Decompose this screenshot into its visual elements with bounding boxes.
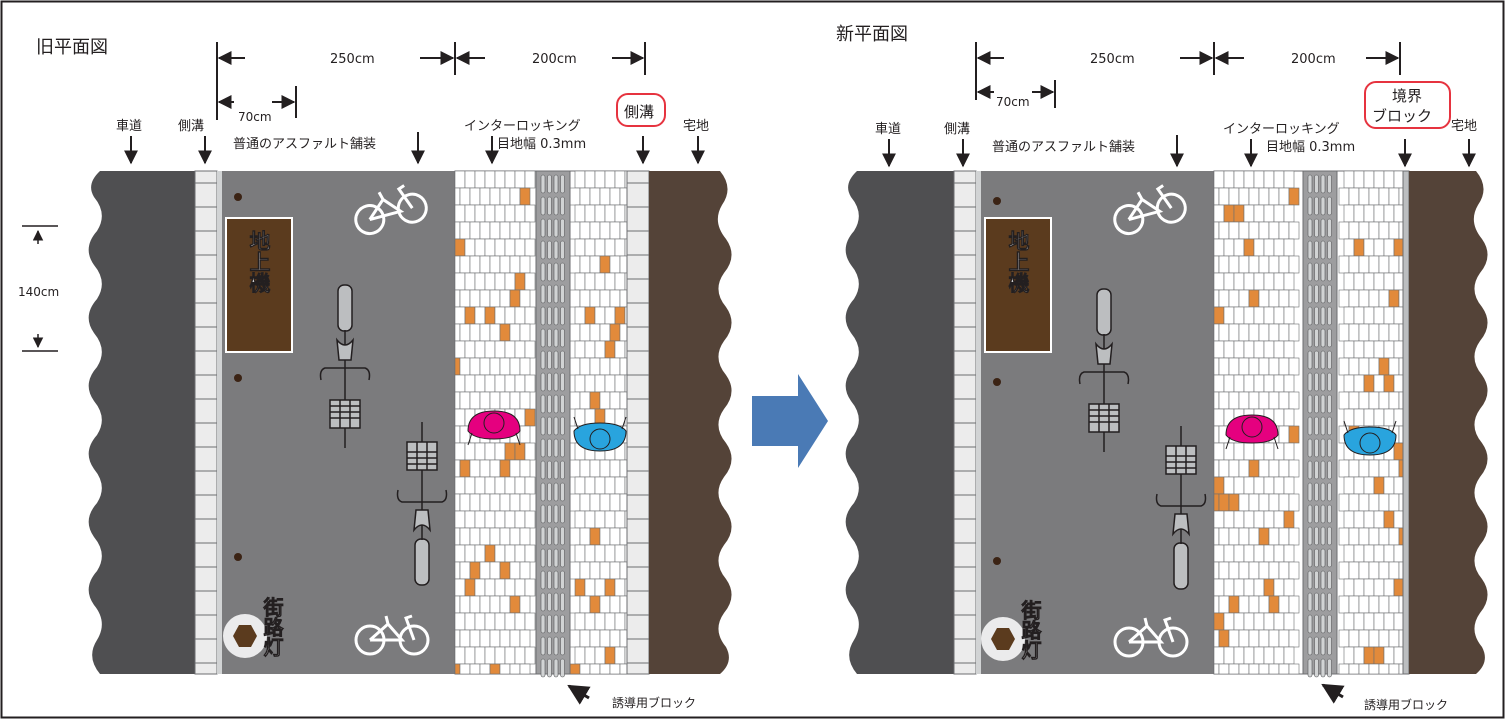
transformer-label: 地上機 [1006, 229, 1030, 294]
pedestrian-icon [467, 410, 521, 446]
label-gutter: 側溝 [944, 122, 970, 137]
curb-edge [217, 171, 222, 674]
dim-interlocking: 200cm [532, 52, 577, 67]
parked-bicycle-icon [1155, 426, 1207, 590]
label-gutter-highlight: 側溝 [624, 103, 654, 121]
dim-edge: 70cm [996, 95, 1030, 109]
label-asphalt: 普通のアスファルト舗装 [992, 140, 1135, 155]
old-title: 旧平面図 [36, 37, 108, 58]
label-pointers [882, 135, 1476, 168]
pedestrian-icon [1343, 420, 1397, 456]
road-area [845, 171, 954, 674]
bicycle-icon [1113, 616, 1189, 658]
parked-bicycle-icon [1078, 288, 1130, 452]
manhole-icon [993, 557, 1001, 565]
gutter-joints [954, 182, 976, 664]
right-arrow-icon [752, 374, 828, 468]
gutter-joints [195, 182, 217, 664]
road-area [88, 171, 195, 674]
label-boundary-line2: ブロック [1372, 107, 1432, 125]
guide-block-pattern [1307, 174, 1332, 678]
label-asphalt: 普通のアスファルト舗装 [233, 137, 376, 152]
old-plan: 旧平面図 地上機 街路灯 [18, 37, 732, 710]
streetlight-label: 街路灯 [1018, 599, 1042, 661]
residential-area [649, 171, 732, 674]
dim-height: 140cm [18, 285, 59, 299]
new-title: 新平面図 [836, 24, 908, 45]
manhole-icon [993, 378, 1001, 386]
pedestrian-icon [573, 416, 627, 452]
label-residential: 宅地 [683, 119, 709, 134]
parked-bicycle-icon [396, 422, 448, 586]
manhole-icon [234, 374, 242, 382]
side-gutter-joints [627, 182, 649, 664]
label-joint: 目地幅 0.3mm [497, 137, 586, 152]
new-plan: 新平面図 地上機 街路灯 [836, 24, 1488, 712]
label-road: 車道 [875, 122, 901, 137]
label-road: 車道 [116, 119, 142, 134]
guide-block-label: 誘導用ブロック [1364, 697, 1448, 712]
highlight-box [616, 93, 666, 127]
residential-area [1409, 171, 1488, 674]
label-residential: 宅地 [1451, 119, 1477, 134]
dim-interlocking: 200cm [1291, 52, 1336, 67]
pedestrian-icon [1225, 414, 1279, 450]
dim-asphalt: 250cm [330, 52, 375, 67]
guide-pointer-icon [567, 684, 591, 705]
manhole-icon [993, 197, 1001, 205]
bicycle-icon [354, 614, 430, 656]
highlight-box [1364, 81, 1451, 129]
manhole-icon [234, 553, 242, 561]
boundary-block-strip [1402, 170, 1410, 675]
guide-block-label: 誘導用ブロック [612, 695, 696, 710]
manhole-icon [234, 193, 242, 201]
bicycle-icon [1113, 184, 1187, 236]
bicycle-icon [354, 184, 428, 236]
dim-edge: 70cm [238, 110, 272, 124]
guide-block-pattern [540, 174, 565, 678]
streetlight-icon [991, 628, 1015, 650]
dim-asphalt: 250cm [1090, 52, 1135, 67]
curb-edge [976, 171, 981, 674]
interlocking-tiles [454, 170, 628, 675]
label-joint: 目地幅 0.3mm [1266, 140, 1355, 155]
streetlight-label: 街路灯 [260, 596, 284, 658]
parked-bicycle-icon [319, 284, 371, 448]
streetlight-icon [233, 625, 257, 647]
label-gutter: 側溝 [178, 119, 204, 134]
transformer-label: 地上機 [247, 229, 271, 294]
guide-pointer-icon [1321, 683, 1345, 704]
label-boundary-line1: 境界 [1392, 87, 1422, 105]
transformer-box [225, 217, 293, 353]
label-pointers [124, 132, 705, 165]
label-interlocking: インターロッキング [464, 119, 581, 134]
transformer-box [984, 217, 1052, 353]
interlocking-tiles [1213, 170, 1404, 675]
label-interlocking: インターロッキング [1223, 122, 1340, 137]
